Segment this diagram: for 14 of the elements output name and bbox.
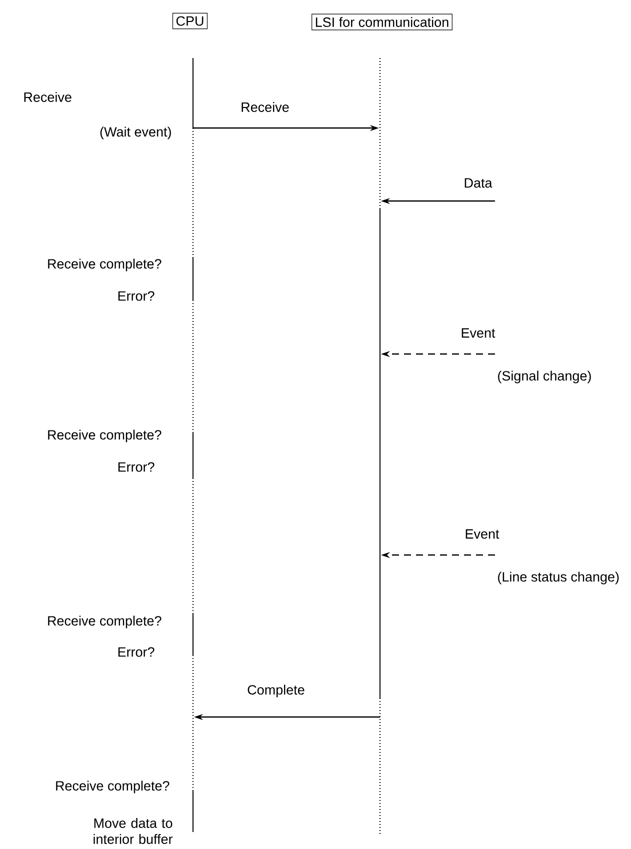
step-label: (Signal change) bbox=[498, 370, 591, 384]
message-label: Event bbox=[462, 328, 496, 338]
message-label: Receive bbox=[242, 102, 289, 112]
step-label: (Line status change) bbox=[498, 572, 619, 584]
message-label: Event bbox=[466, 529, 500, 539]
message-label: Data bbox=[464, 178, 492, 188]
step-label: Error? bbox=[118, 462, 154, 472]
participant-box: LSI for communication bbox=[312, 14, 452, 30]
step-label: Error? bbox=[118, 291, 154, 301]
step-label: Receive bbox=[24, 92, 72, 102]
message-label: Complete bbox=[248, 684, 304, 698]
participant-box: CPU bbox=[172, 12, 208, 30]
step-label: Error? bbox=[118, 647, 154, 657]
step-label: Move data to interior buffer bbox=[94, 818, 173, 844]
